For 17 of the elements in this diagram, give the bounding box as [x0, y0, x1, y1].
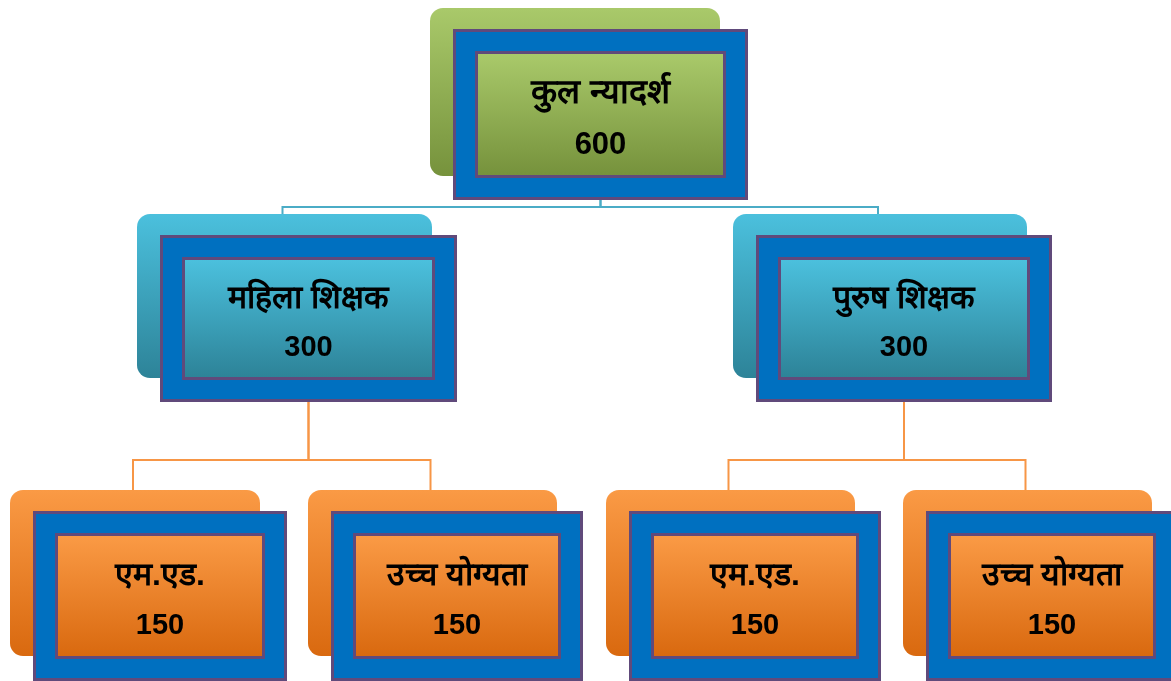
box-heading: पुरुष शिक्षक — [832, 277, 976, 317]
connector-line — [599, 199, 879, 215]
box-number: 150 — [135, 608, 185, 642]
box-number: 150 — [432, 608, 482, 642]
box-heading: एम.एड. — [710, 554, 800, 594]
connector-line — [903, 401, 1027, 491]
box-heading: महिला शिक्षक — [228, 277, 389, 317]
box-heading: एम.एड. — [115, 554, 205, 594]
connector-line — [307, 401, 432, 491]
box-heading: कुल न्यादर्श — [531, 67, 670, 113]
box-number: 600 — [574, 126, 627, 162]
box-heading: उच्च योग्यता — [982, 554, 1122, 594]
box-number: 300 — [284, 330, 333, 364]
box-number: 300 — [879, 330, 929, 364]
box-heading: उच्च योग्यता — [387, 554, 527, 594]
box-number: 150 — [730, 608, 780, 642]
box-number: 150 — [1027, 608, 1077, 642]
